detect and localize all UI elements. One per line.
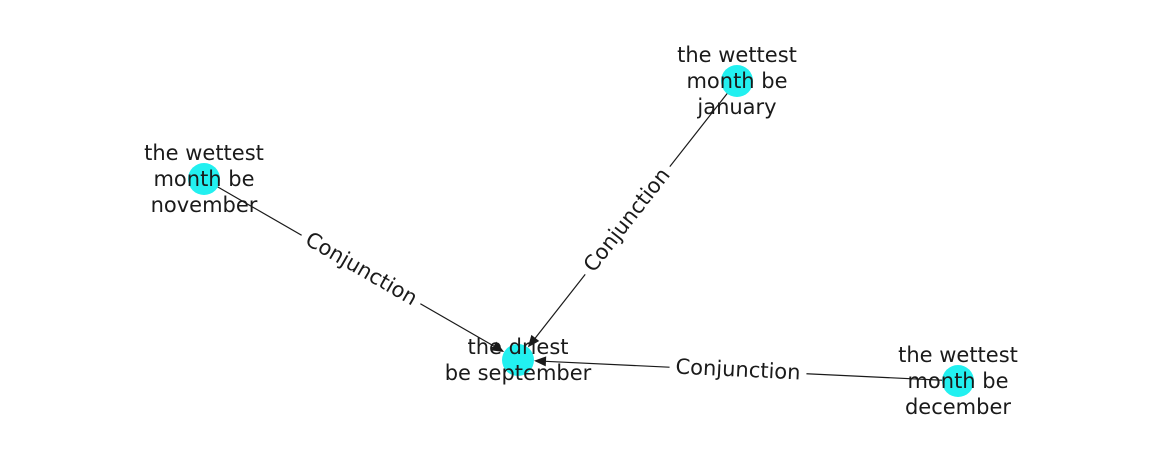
- nodes-layer: [188, 65, 974, 397]
- edge-label-jan-sep: Conjunction: [573, 157, 681, 283]
- node-label-line: month be: [153, 167, 254, 191]
- node-label-line: the wettest: [898, 343, 1018, 367]
- edge-label-text: Conjunction: [301, 227, 421, 310]
- arrowhead: [533, 356, 547, 367]
- node-nov: [188, 163, 220, 195]
- node-label-line: january: [696, 95, 776, 119]
- node-label-line: month be: [686, 69, 787, 93]
- edge-label-text: Conjunction: [579, 163, 675, 276]
- node-label-line: the wettest: [677, 43, 797, 67]
- edge-label-dec-sep: Conjunction: [668, 352, 808, 387]
- arrowhead: [491, 341, 505, 353]
- node-label-line: november: [151, 193, 258, 217]
- node-dec: [942, 365, 974, 397]
- edge-label-text: Conjunction: [675, 355, 801, 385]
- edge-label-background: [573, 157, 681, 283]
- node-label-line: month be: [907, 369, 1008, 393]
- node-label-line: be september: [445, 361, 592, 385]
- node-jan: [721, 65, 753, 97]
- edge-label-background: [668, 352, 808, 387]
- arrowhead: [527, 334, 540, 348]
- edge-label-nov-sep: Conjunction: [295, 222, 428, 315]
- node-label-line: december: [905, 395, 1011, 419]
- edge-label-background: [295, 222, 428, 315]
- node-label-line: the driest: [467, 335, 568, 359]
- node-sep: [502, 344, 534, 376]
- node-label-line: the wettest: [144, 141, 264, 165]
